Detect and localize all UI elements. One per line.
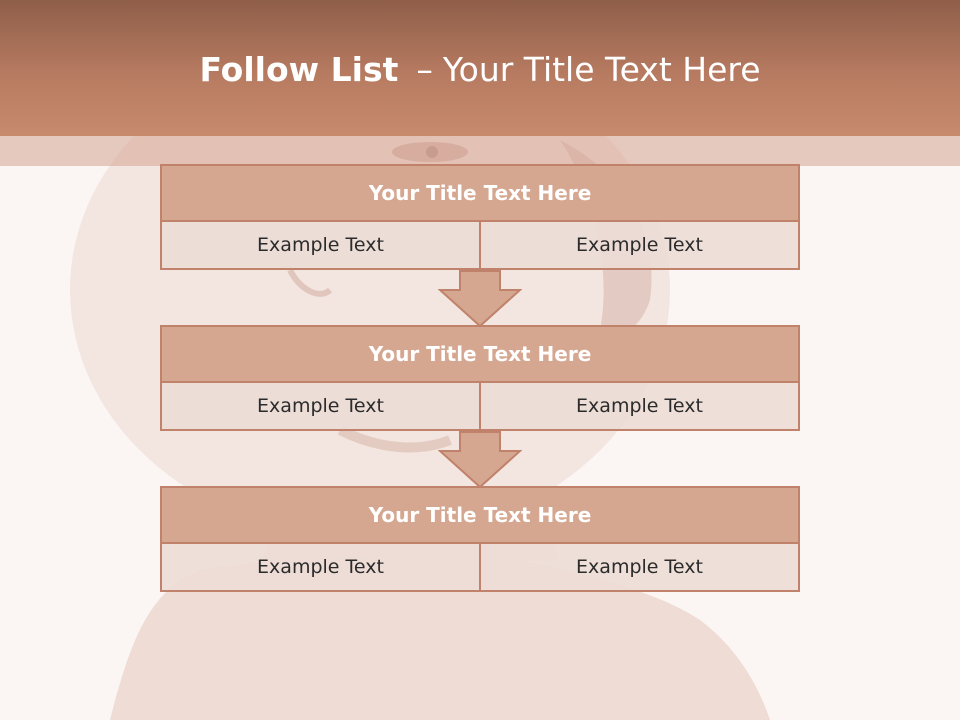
header-strip — [0, 136, 960, 166]
step-row: Example Text Example Text — [162, 222, 798, 268]
step-cell-right: Example Text — [479, 222, 798, 268]
down-arrow-icon — [438, 270, 522, 328]
step-cell-right: Example Text — [479, 544, 798, 590]
list-step-2: Your Title Text Here Example Text Exampl… — [160, 325, 800, 431]
step-cell-left: Example Text — [162, 544, 479, 590]
step-row: Example Text Example Text — [162, 544, 798, 590]
step-title: Your Title Text Here — [162, 327, 798, 383]
step-cell-right: Example Text — [479, 383, 798, 429]
step-title: Your Title Text Here — [162, 488, 798, 544]
step-cell-left: Example Text — [162, 222, 479, 268]
down-arrow-icon — [438, 431, 522, 489]
title-bold-part: Follow List — [199, 50, 399, 89]
slide-title: Follow List–Your Title Text Here — [0, 50, 960, 89]
step-title: Your Title Text Here — [162, 166, 798, 222]
list-step-1: Your Title Text Here Example Text Exampl… — [160, 164, 800, 270]
header-band — [0, 0, 960, 136]
title-dash: – — [416, 50, 433, 89]
step-row: Example Text Example Text — [162, 383, 798, 429]
step-cell-left: Example Text — [162, 383, 479, 429]
title-rest-part: Your Title Text Here — [442, 50, 761, 89]
list-step-3: Your Title Text Here Example Text Exampl… — [160, 486, 800, 592]
